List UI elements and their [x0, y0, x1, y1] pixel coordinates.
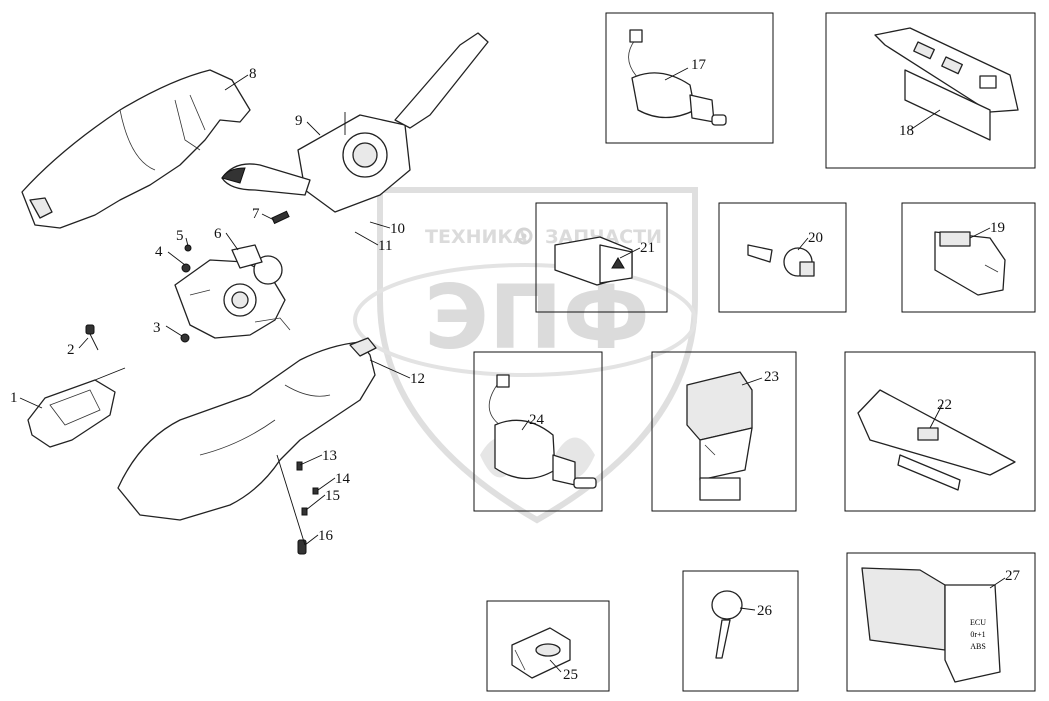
- lower-column-shroud: [117, 337, 377, 521]
- switch27-label-1: 0r+1: [970, 630, 985, 639]
- watermark-brand-left: ТЕХНИКА: [425, 226, 528, 248]
- window-switch-22: [857, 389, 1016, 491]
- window-switch-panel-18: [874, 27, 1019, 141]
- callout-27: 27: [1005, 568, 1021, 584]
- gear-icon: [515, 227, 533, 245]
- box-part-21: [535, 202, 668, 313]
- callout-2: 2: [67, 342, 75, 358]
- tie-26: [711, 590, 743, 659]
- switch-27: ECU 0r+1 ABS: [861, 567, 1001, 683]
- box-part-17: [605, 12, 774, 144]
- box-part-18: [825, 12, 1036, 169]
- callout-26: 26: [757, 603, 773, 619]
- callout-12: 12: [410, 371, 425, 387]
- callout-17: 17: [691, 57, 707, 73]
- sensor-part-24: [488, 374, 597, 489]
- watermark-logo: ЭПФ: [424, 266, 650, 369]
- callout-22: 22: [937, 397, 952, 413]
- callout-10: 10: [390, 221, 405, 237]
- box-part-20: [718, 202, 847, 313]
- screws-group: [276, 454, 319, 555]
- callout-14: 14: [335, 471, 351, 487]
- rocker-switch-21: [554, 236, 633, 286]
- pressure-switch-20: [747, 244, 815, 277]
- box-part-26: [682, 570, 799, 692]
- switch-23: [686, 371, 753, 501]
- callout-24: 24: [529, 412, 545, 428]
- callout-21: 21: [640, 240, 655, 256]
- callout-6: 6: [214, 226, 222, 242]
- callout-4: 4: [155, 244, 163, 260]
- box-part-27: [846, 552, 1036, 692]
- callout-15: 15: [325, 488, 340, 504]
- screw-part-2: [85, 324, 99, 351]
- callout-5: 5: [176, 228, 184, 244]
- switch-19: [934, 231, 1006, 296]
- callout-9: 9: [295, 113, 303, 129]
- box-part-24: [473, 351, 603, 512]
- callout-25: 25: [563, 667, 578, 683]
- box-part-23: [651, 351, 797, 512]
- switch27-label-0: ECU: [970, 618, 986, 627]
- callout-8: 8: [249, 66, 257, 82]
- callout-19: 19: [990, 220, 1005, 236]
- callout-16: 16: [318, 528, 334, 544]
- box-part-25: [486, 600, 610, 692]
- callout-13: 13: [322, 448, 337, 464]
- callout-3: 3: [153, 320, 161, 336]
- connector-25: [511, 627, 571, 679]
- sensor-part-17: [628, 29, 727, 126]
- callout-11: 11: [378, 238, 392, 254]
- callout-18: 18: [899, 123, 914, 139]
- callout-labels: 1 2 3 4 5 6 7 8 9 10 11 12 13 14 15 16 1…: [10, 57, 1021, 683]
- bracket-part-1: [27, 367, 126, 448]
- fasteners: [180, 210, 290, 343]
- box-part-19: [901, 202, 1036, 313]
- ignition-switch-body: [174, 244, 291, 339]
- callout-1: 1: [10, 390, 18, 406]
- combination-switch: [221, 32, 489, 213]
- callout-7: 7: [252, 206, 260, 222]
- callout-20: 20: [808, 230, 823, 246]
- box-part-22: [844, 351, 1036, 512]
- upper-column-shroud: [21, 69, 251, 229]
- callout-23: 23: [764, 369, 779, 385]
- switch27-label-2: ABS: [970, 642, 986, 651]
- leader-lines: [19, 67, 1006, 673]
